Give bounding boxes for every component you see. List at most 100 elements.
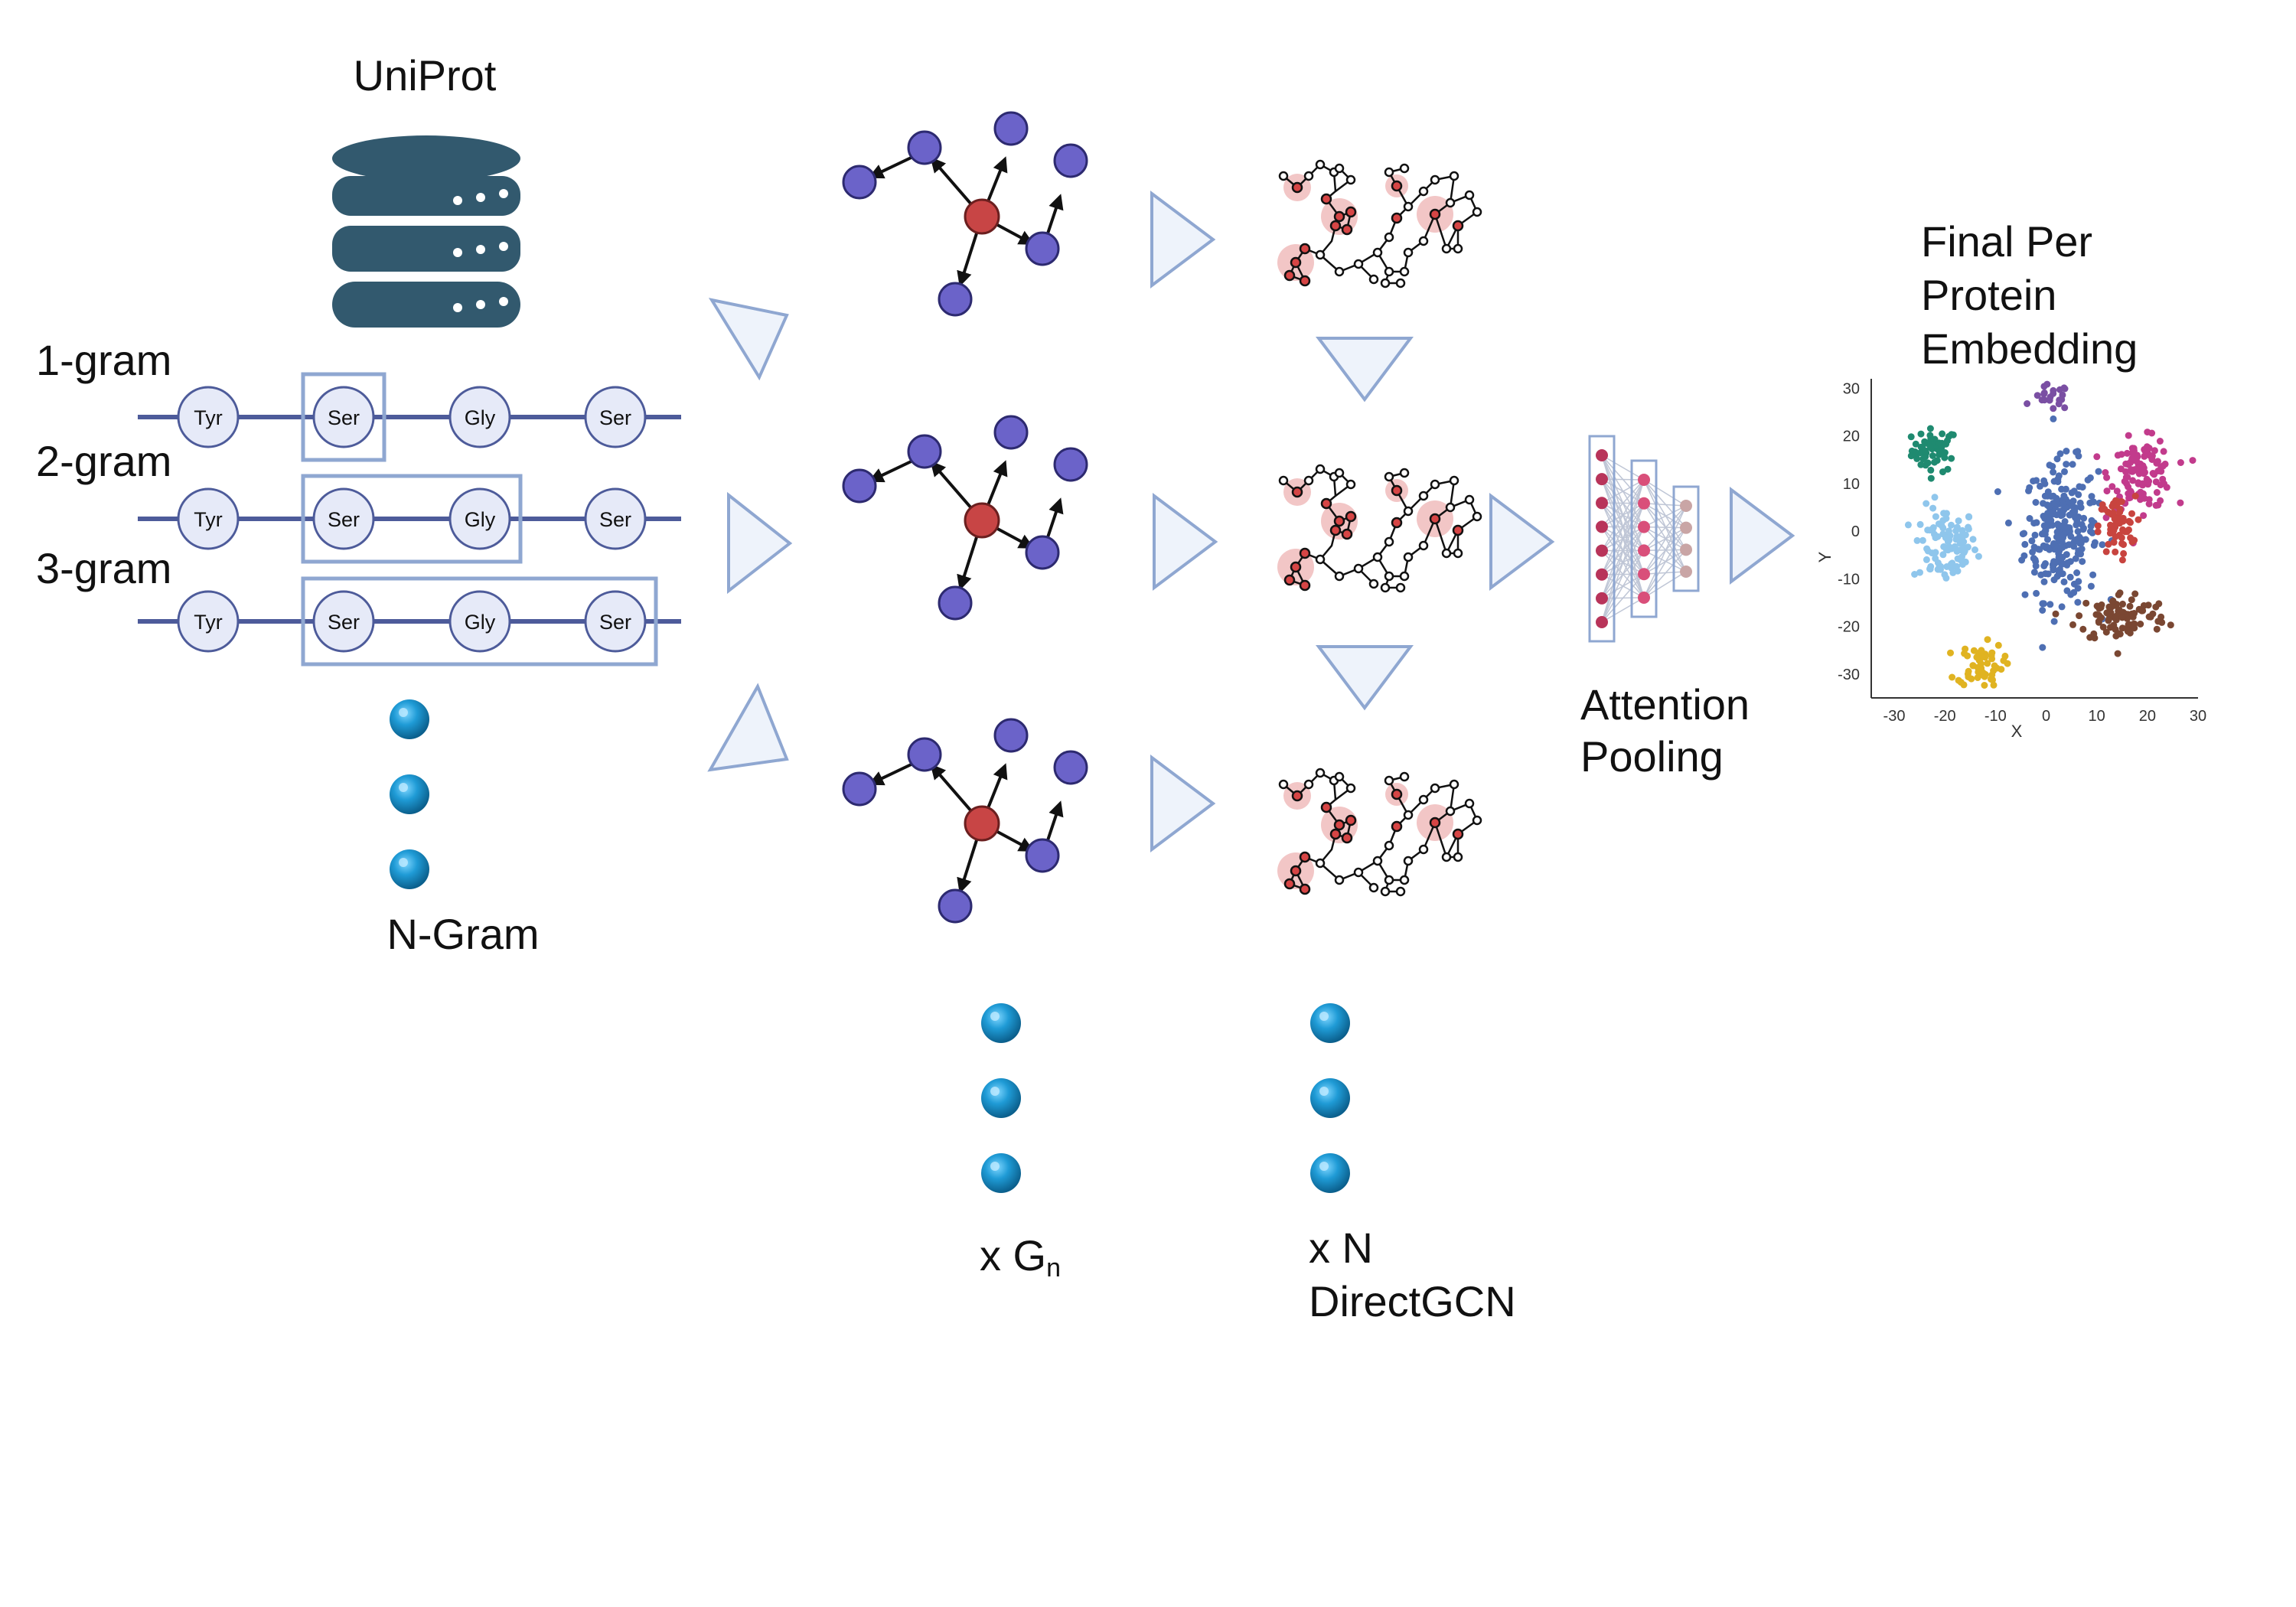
scatter-point [2103, 487, 2111, 495]
scatter-point [2128, 468, 2136, 475]
scatter-point [1994, 488, 2001, 495]
scatter-point [1931, 494, 1939, 501]
scatter-point [2076, 499, 2084, 507]
network-neuron [1596, 497, 1608, 510]
arrow-to-gcn-3 [1150, 756, 1215, 851]
scatter-point [2075, 578, 2082, 585]
scatter-point [1932, 513, 1939, 520]
scatter-point [2105, 540, 2112, 548]
scatter-point [2050, 576, 2058, 584]
scatter-point [1990, 681, 1998, 689]
scatter-point [2073, 536, 2080, 543]
residue-node [584, 487, 647, 550]
scatter-point [2079, 625, 2087, 633]
scatter-point [1973, 654, 1981, 661]
scatter-point [2152, 478, 2160, 486]
scatter-point [2080, 514, 2088, 522]
network-neuron [1596, 616, 1608, 628]
embedding-title-line1: Final Per [1921, 217, 2092, 266]
scatter-point [2031, 531, 2039, 539]
scatter-point [2125, 621, 2132, 628]
scatter-point [1949, 559, 1956, 567]
scatter-point [2099, 624, 2107, 631]
scatter-point [1955, 676, 1962, 684]
scatter-point [2112, 612, 2120, 620]
scatter-point [2063, 523, 2071, 531]
network-layer [1672, 485, 1700, 592]
scatter-point [2070, 487, 2078, 495]
y-tick-label: -30 [1838, 667, 1860, 683]
scatter-point [2056, 450, 2064, 458]
scatter-point [2160, 448, 2167, 455]
scatter-point [2053, 455, 2061, 463]
scatter-point [1916, 569, 1923, 576]
scatter-point [2033, 477, 2040, 484]
scatter-point [1948, 545, 1955, 553]
scatter-point [2046, 546, 2053, 553]
scatter-point [2161, 480, 2167, 487]
scatter-point [2021, 540, 2029, 548]
scatter-point [2058, 485, 2066, 493]
network-neuron [1596, 568, 1608, 581]
residue-node [312, 386, 375, 448]
scatter-point [1937, 562, 1945, 570]
scatter-point [2177, 459, 2184, 466]
gcn-arrow-down-2 [1317, 645, 1412, 709]
pooling-caption-line2: Pooling [1580, 732, 1724, 781]
scatter-point [1938, 444, 1945, 451]
scatter-point [2157, 497, 2164, 504]
residue-node [448, 386, 511, 448]
scatter-point [2156, 438, 2164, 445]
scatter-point [1927, 435, 1935, 442]
scatter-point [1932, 534, 1939, 542]
scatter-point [2118, 539, 2125, 547]
scatter-point [1924, 547, 1932, 555]
scatter-point [2093, 453, 2101, 461]
scatter-point [2128, 455, 2136, 462]
scatter-point [2167, 621, 2174, 629]
scatter-point [2040, 562, 2048, 569]
scatter-point [2148, 429, 2156, 437]
scatter-point [2077, 550, 2085, 558]
scatter-point [2031, 556, 2039, 563]
scatter-point [2112, 533, 2119, 540]
scatter-point [2098, 506, 2105, 513]
scatter-point [2145, 500, 2153, 507]
residue-node [448, 487, 511, 550]
network-neuron [1638, 592, 1650, 604]
scatter-point [2115, 630, 2122, 637]
scatter-xlabel: X [2011, 722, 2023, 741]
scatter-point [1944, 538, 1952, 546]
scatter-point [1942, 515, 1950, 522]
scatter-point [2063, 461, 2070, 468]
scatter-point [2050, 390, 2057, 397]
scatter-point [2151, 470, 2158, 478]
residue-label: Gly [465, 611, 496, 634]
scatter-point [1971, 546, 1978, 553]
arrow-to-gcn-1 [1150, 192, 1215, 287]
scatter-point [2148, 456, 2156, 463]
y-tick-label: 0 [1851, 523, 1860, 540]
scatter-point [1912, 440, 1919, 448]
scatter-point [2153, 459, 2161, 467]
scatter-point [2091, 539, 2099, 546]
ngram-window-box [301, 576, 658, 667]
directed-graph-1 [843, 112, 1087, 315]
scatter-point [2066, 573, 2074, 581]
scatter-point [2044, 519, 2052, 526]
scatter-point [2020, 552, 2028, 559]
residue-node [448, 590, 511, 653]
scatter-point [2039, 644, 2047, 651]
scatter-point [1965, 667, 1972, 675]
scatter-point [2036, 546, 2043, 553]
scatter-point [1939, 551, 1947, 559]
scatter-point [2189, 457, 2197, 464]
scatter-point [2097, 604, 2105, 611]
scatter-point [2110, 539, 2118, 546]
fanout-arrow-top [708, 298, 789, 381]
scatter-point [2040, 477, 2048, 484]
